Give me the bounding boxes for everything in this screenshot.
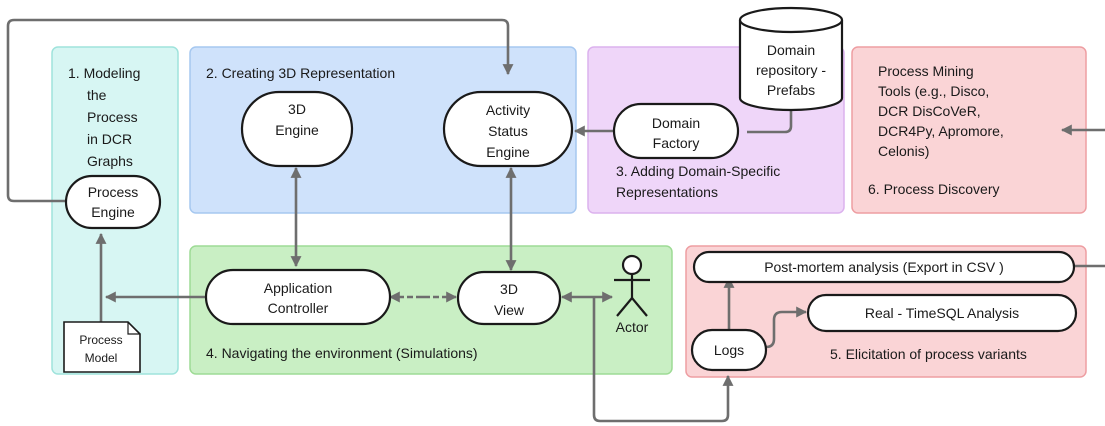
svg-text:View: View [494,302,525,318]
edge-process-engine-to-activity-status-engine [6,18,514,203]
svg-text:3D: 3D [500,281,518,297]
svg-text:Engine: Engine [91,204,135,220]
zone-label-domain-specific: 3. Adding Domain-Specific Representation… [616,163,780,200]
svg-text:Activity: Activity [486,102,530,118]
node-process-mining-tools: Process Mining Tools (e.g., Disco, DCR D… [878,63,1004,159]
svg-text:Factory: Factory [653,135,700,151]
svg-text:Graphs: Graphs [87,153,133,169]
node-real-time-analysis: Real - TimeSQL Analysis [806,293,1078,333]
svg-text:repository -: repository - [756,62,826,78]
svg-text:Domain: Domain [652,115,700,131]
svg-text:the: the [87,87,107,103]
svg-text:Real - TimeSQL Analysis: Real - TimeSQL Analysis [865,305,1019,321]
node-application-controller: Application Controller [204,268,392,326]
edge-repository-to-domain-factory [747,100,793,134]
svg-text:Status: Status [488,123,528,139]
zone-label-elicitation: 5. Elicitation of process variants [830,346,1027,362]
node-logs: Logs [690,328,768,372]
svg-text:Process: Process [79,333,122,347]
node-domain-repository: Domain repository - Prefabs [738,6,844,112]
node-process-model: Process Model [63,321,141,373]
edge-logs-to-real-time [765,306,808,349]
svg-text:Engine: Engine [486,144,530,160]
svg-text:Domain: Domain [767,42,815,58]
node-3d-engine: 3D Engine [240,90,354,168]
zone-label-process-discovery: 6. Process Discovery [868,181,999,197]
edge-3d-view-to-logs [592,297,734,423]
svg-text:DCR4Py, Apromore,: DCR4Py, Apromore, [878,123,1004,139]
svg-text:Application: Application [264,280,333,296]
svg-text:Celonis): Celonis) [878,143,929,159]
svg-text:Post-mortem analysis (Export i: Post-mortem analysis (Export in CSV ) [764,259,1004,275]
svg-text:Actor: Actor [616,319,649,335]
edges [6,18,1105,423]
svg-text:3D: 3D [288,101,306,117]
node-actor: Actor [614,254,650,335]
svg-text:Model: Model [85,351,118,365]
zone-label-navigating: 4. Navigating the environment (Simulatio… [206,345,478,361]
node-domain-factory: Domain Factory [612,102,740,160]
svg-text:Process Mining: Process Mining [878,63,974,79]
svg-text:Process: Process [88,184,139,200]
node-process-engine: Process Engine [64,174,162,230]
zone-label-creating-3d: 2. Creating 3D Representation [206,65,395,81]
svg-text:Controller: Controller [268,300,329,316]
svg-text:3. Adding Domain-Specific: 3. Adding Domain-Specific [616,163,780,179]
svg-text:Process: Process [87,109,138,125]
svg-text:Prefabs: Prefabs [767,82,815,98]
svg-text:1. Modeling: 1. Modeling [68,65,140,81]
node-3d-view: 3D View [456,270,562,326]
svg-text:Engine: Engine [275,122,319,138]
svg-text:DCR DisCoVeR,: DCR DisCoVeR, [878,103,981,119]
node-post-mortem-analysis: Post-mortem analysis (Export in CSV ) [692,250,1076,284]
svg-text:Representations: Representations [616,184,718,200]
svg-text:Tools (e.g., Disco,: Tools (e.g., Disco, [878,83,989,99]
svg-text:Logs: Logs [714,342,744,358]
svg-text:in DCR: in DCR [87,131,132,147]
zone-label-modeling: 1. Modeling the Process in DCR Graphs [68,65,140,169]
node-activity-status-engine: Activity Status Engine [442,90,574,168]
